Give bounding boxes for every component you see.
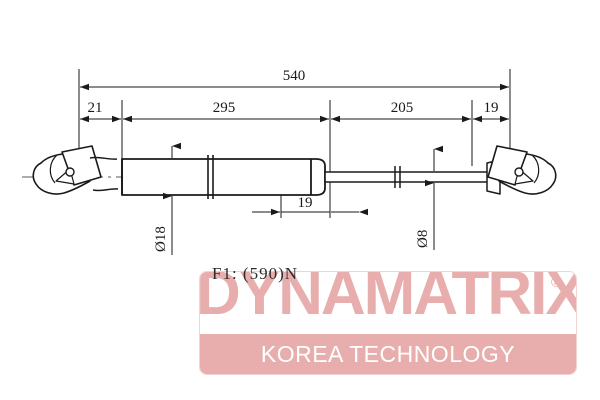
registered-trademark-icon: ®: [550, 274, 562, 291]
logo-tagline-band: KOREA TECHNOLOGY: [200, 334, 576, 374]
cylinder-body: [121, 155, 326, 199]
dimension-label-collar: 19: [298, 195, 313, 211]
force-label: F1: (590)N: [212, 264, 299, 283]
piston-rod: [324, 166, 493, 188]
dimension-overall-540: 540: [80, 68, 509, 91]
dimension-collar-19: 19: [252, 195, 368, 216]
dimension-cylinder-diameter: Ø18: [153, 142, 181, 255]
right-end-fitting: [486, 145, 557, 195]
dimension-label-right-eyelet: 19: [484, 100, 499, 116]
brand-logo: DYNAMATRIX ® KOREA TECHNOLOGY: [200, 272, 576, 374]
dimension-row-segments: 21 295 205 19: [80, 100, 509, 123]
dimension-label-overall: 540: [283, 68, 306, 84]
left-end-fitting: [32, 145, 119, 195]
dimension-rod-diameter: Ø8: [415, 145, 443, 250]
dimension-label-cylinder-body: 295: [213, 100, 236, 116]
dimension-label-rod-diameter: Ø8: [415, 230, 431, 248]
logo-tagline-text: KOREA TECHNOLOGY: [260, 340, 516, 367]
dimension-label-rod-extension: 205: [391, 100, 414, 116]
logo-wordmark-area: DYNAMATRIX ®: [200, 272, 576, 334]
dimension-label-cylinder-diameter: Ø18: [153, 226, 169, 252]
dimension-label-left-eyelet: 21: [88, 100, 103, 116]
logo-wordmark-text: DYNAMATRIX: [200, 272, 576, 328]
